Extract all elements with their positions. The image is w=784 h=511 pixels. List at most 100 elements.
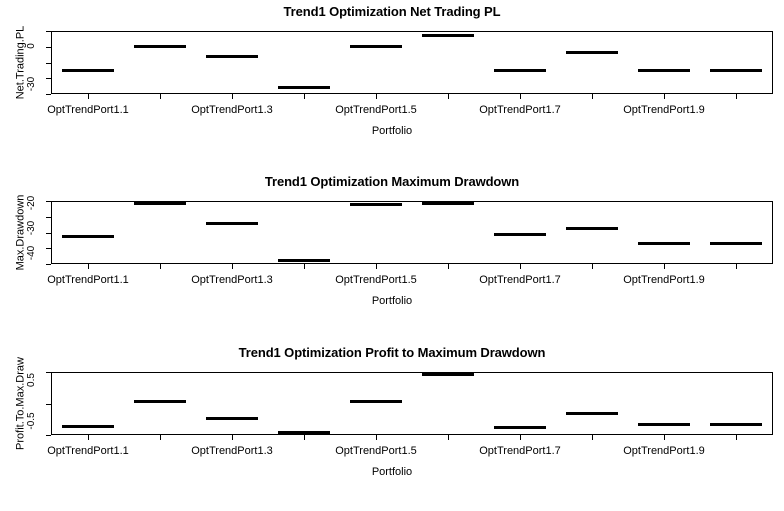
x-axis-tick [736, 94, 737, 99]
y-axis-tick [46, 201, 51, 202]
y-axis-tick [46, 264, 51, 265]
x-axis-tick [232, 94, 233, 99]
x-axis-tick-label: OptTrendPort1.1 [47, 104, 129, 116]
data-bar [710, 241, 762, 245]
y-axis-line [51, 201, 52, 264]
x-axis-tick-label: OptTrendPort1.7 [479, 274, 561, 286]
x-axis-tick [376, 94, 377, 99]
x-axis-tick [520, 94, 521, 99]
series-layer [52, 202, 772, 263]
x-axis-tick [304, 94, 305, 99]
x-axis-tick [664, 264, 665, 269]
y-axis-tick [46, 248, 51, 250]
data-bar [638, 423, 690, 427]
y-axis-title: Profit.To.Max.Draw [14, 356, 27, 450]
y-axis-title: Max.Drawdown [14, 194, 27, 270]
panel-title: Trend1 Optimization Profit to Maximum Dr… [238, 345, 546, 360]
x-axis-tick [160, 264, 161, 269]
x-axis-tick-label: OptTrendPort1.5 [335, 445, 417, 457]
x-axis-tick [88, 435, 89, 440]
x-axis-tick [448, 435, 449, 440]
data-bar [62, 235, 114, 239]
x-axis-tick [736, 435, 737, 440]
x-axis-tick [592, 435, 593, 440]
data-bar [350, 45, 402, 49]
data-bar [710, 68, 762, 72]
y-axis-tick [46, 435, 51, 436]
y-axis-line [51, 372, 52, 435]
data-bar [62, 424, 114, 428]
data-bar [350, 399, 402, 403]
y-axis-tick-label: 0 [26, 43, 37, 49]
x-axis-tick-label: OptTrendPort1.5 [335, 274, 417, 286]
y-axis-tick [46, 62, 51, 64]
data-bar [350, 202, 402, 206]
y-axis-tick [46, 216, 51, 218]
x-axis-tick-label: OptTrendPort1.9 [623, 274, 705, 286]
chart-panel-profit-to-max-drawdown: Trend1 Optimization Profit to Maximum Dr… [0, 341, 784, 511]
x-axis-tick [376, 435, 377, 440]
plot-area [51, 201, 773, 264]
x-axis-tick [592, 264, 593, 269]
data-bar [494, 425, 546, 429]
y-axis-tick [46, 94, 51, 95]
panel-title: Trend1 Optimization Maximum Drawdown [264, 174, 520, 189]
x-axis-tick [304, 264, 305, 269]
x-axis-tick [232, 264, 233, 269]
data-bar [134, 45, 186, 49]
x-axis-tick [520, 435, 521, 440]
y-axis-title: Net.Trading.PL [14, 25, 27, 99]
x-axis-tick [592, 94, 593, 99]
x-axis-tick [520, 264, 521, 269]
y-axis-tick-label: -0.5 [26, 412, 37, 430]
data-bar [710, 423, 762, 427]
data-bar [638, 241, 690, 245]
x-axis-tick [376, 264, 377, 269]
x-axis-tick-label: OptTrendPort1.5 [335, 104, 417, 116]
x-axis-tick [232, 435, 233, 440]
x-axis-tick [448, 94, 449, 99]
data-bar [422, 34, 474, 38]
x-axis-title: Portfolio [371, 295, 413, 307]
data-bar [278, 430, 330, 434]
y-axis-tick [46, 232, 51, 234]
y-axis-tick-label: -40 [26, 245, 37, 261]
x-axis-tick [664, 94, 665, 99]
x-axis-tick [88, 264, 89, 269]
data-bar [62, 68, 114, 72]
data-bar [566, 411, 618, 415]
data-bar [638, 68, 690, 72]
x-axis-tick-label: OptTrendPort1.3 [191, 274, 273, 286]
data-bar [278, 86, 330, 90]
x-axis-title: Portfolio [371, 125, 413, 137]
x-axis-tick [736, 264, 737, 269]
x-axis-tick [160, 94, 161, 99]
x-axis-tick-label: OptTrendPort1.7 [479, 445, 561, 457]
y-axis-tick [46, 372, 51, 373]
data-bar [566, 50, 618, 54]
x-axis-tick-label: OptTrendPort1.1 [47, 445, 129, 457]
chart-panel-net-trading-pl: Trend1 Optimization Net Trading PL Net.T… [0, 0, 784, 170]
x-axis-tick [304, 435, 305, 440]
y-axis-tick [46, 78, 51, 80]
y-axis-tick [46, 31, 51, 32]
panel-title: Trend1 Optimization Net Trading PL [283, 4, 501, 19]
data-bar [134, 202, 186, 205]
x-axis-tick-label: OptTrendPort1.7 [479, 104, 561, 116]
x-axis-tick-label: OptTrendPort1.9 [623, 445, 705, 457]
data-bar [494, 232, 546, 236]
data-bar [422, 373, 474, 377]
plot-area [51, 31, 773, 94]
y-axis-tick [46, 403, 51, 405]
x-axis-tick [448, 264, 449, 269]
x-axis-tick [160, 435, 161, 440]
data-bar [422, 202, 474, 206]
x-axis-tick [88, 94, 89, 99]
x-axis-tick-label: OptTrendPort1.3 [191, 104, 273, 116]
x-axis-tick-label: OptTrendPort1.9 [623, 104, 705, 116]
data-bar [206, 54, 258, 58]
data-bar [278, 259, 330, 262]
y-axis-tick-label: 0.5 [26, 372, 37, 387]
series-layer [52, 32, 772, 93]
